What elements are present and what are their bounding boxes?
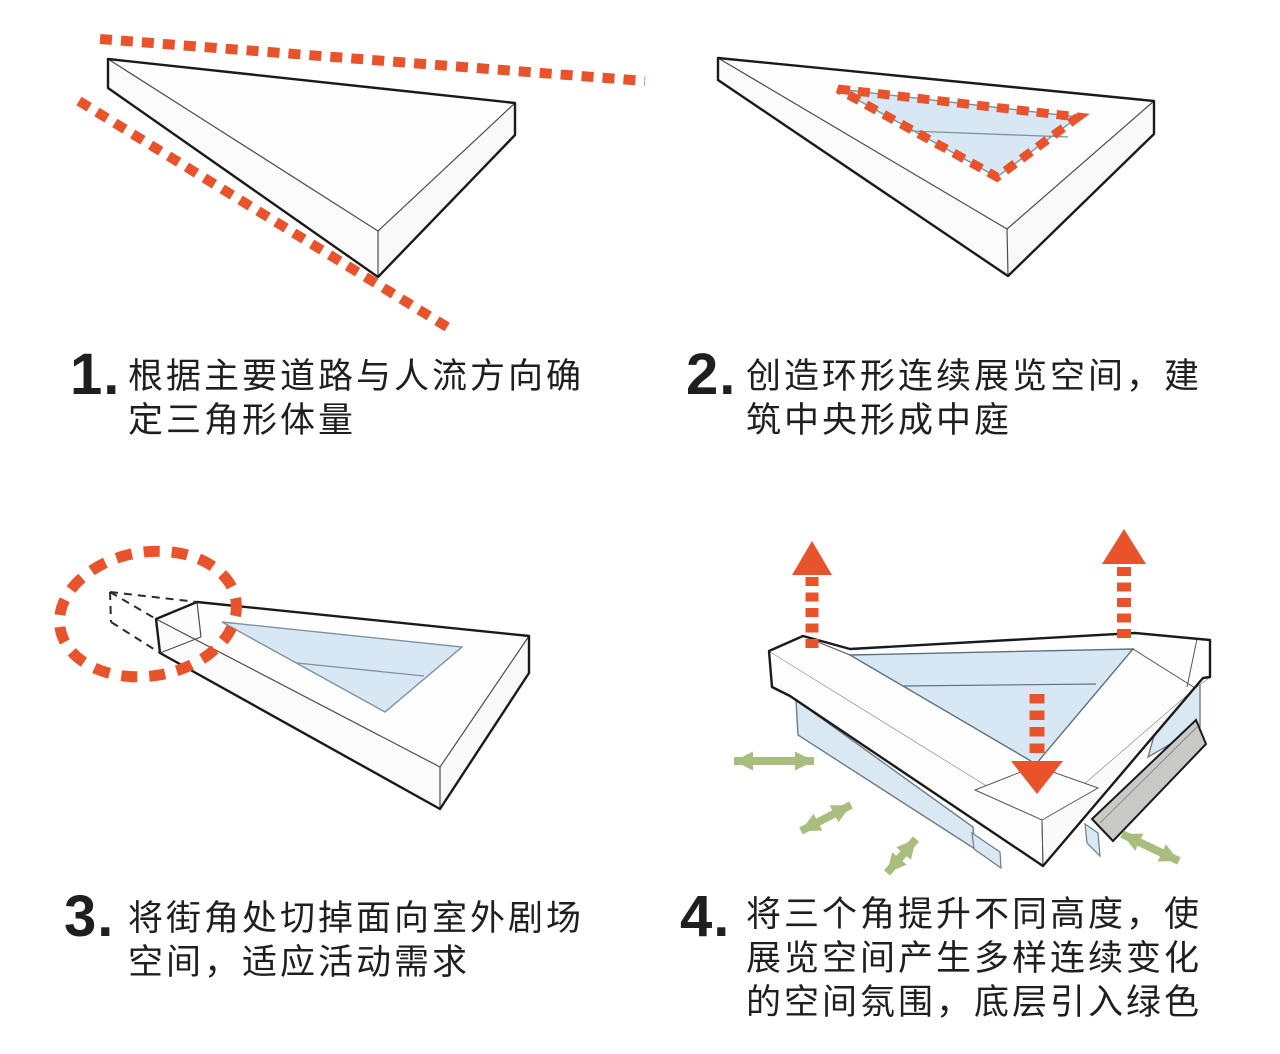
exhibition-loop-dashed-outline <box>835 84 1090 183</box>
step4-number: 4. <box>680 884 731 949</box>
expand-arrow-icon <box>799 801 853 835</box>
step1-number: 1. <box>70 342 121 407</box>
slab-outline <box>154 600 531 811</box>
atrium-floor-line <box>296 662 425 677</box>
theatre-wedge-ridge <box>1099 725 1199 824</box>
atrium-floor-line <box>909 130 1069 138</box>
step2-number: 2. <box>686 342 737 407</box>
road-dashed-line-upper <box>99 34 646 86</box>
road-dashed-line-lower <box>76 96 455 335</box>
green-expand-arrows <box>734 751 1181 876</box>
slab-outline <box>106 57 517 279</box>
atrium-glass-triangle <box>847 648 1135 765</box>
slab-right-face <box>1007 101 1154 276</box>
ground-glass-sliver-front <box>971 831 1002 870</box>
caption-line: 展览空间产生多样连续变化 <box>746 939 1203 978</box>
diagram-step4-lifted-corners <box>734 529 1212 876</box>
cut-highlight-ellipse <box>54 545 242 683</box>
caption-line: 定三角形体量 <box>128 401 357 440</box>
step3-number: 3. <box>64 884 115 949</box>
cut-slab <box>154 600 531 811</box>
expand-arrow-icon <box>1120 830 1181 865</box>
caption-line: 空间，适应活动需求 <box>128 943 471 982</box>
diagram-step3-corner-cut <box>54 545 531 811</box>
atrium-floor-line <box>902 683 1097 687</box>
lift-up-arrow-icon <box>1102 529 1146 564</box>
press-down-arrow-icon <box>1011 761 1063 794</box>
step3-caption: 将街角处切掉面向室外剧场 空间，适应活动需求 <box>128 897 584 985</box>
diagram-step2-atrium <box>716 56 1156 278</box>
slab-right-face <box>378 103 515 277</box>
triangular-slab <box>106 57 517 279</box>
caption-line: 将街角处切掉面向室外剧场 <box>128 899 585 938</box>
caption-line: 筑中央形成中庭 <box>746 401 1013 440</box>
slab-left-face <box>108 59 378 277</box>
lifted-ring-volume <box>767 631 1212 868</box>
slab-top-face <box>108 59 515 231</box>
lift-arrows <box>792 529 1146 794</box>
caption-line: 创造环形连续展览空间，建 <box>746 357 1203 396</box>
caption-line: 根据主要道路与人流方向确 <box>128 357 585 396</box>
removed-corner-ghost-lines <box>109 591 198 654</box>
slab-right-face <box>440 636 529 809</box>
slab-outline <box>716 56 1156 278</box>
step1-caption: 根据主要道路与人流方向确 定三角形体量 <box>128 355 584 443</box>
ground-glass-sliver-right <box>1084 822 1101 858</box>
caption-line: 的空间氛围，底层引入绿色 <box>746 983 1203 1022</box>
triangular-slab <box>716 56 1156 278</box>
expand-arrow-icon <box>883 836 920 876</box>
outdoor-theatre-wedge <box>1090 718 1208 843</box>
slab-left-face <box>156 619 440 809</box>
diagram-step1-massing <box>76 34 646 335</box>
step2-caption: 创造环形连续展览空间，建 筑中央形成中庭 <box>746 355 1202 443</box>
lift-up-arrow-icon <box>792 541 832 575</box>
ring-outline <box>767 631 1212 868</box>
slab-left-face <box>718 58 1008 276</box>
step4-caption: 将三个角提升不同高度，使 展览空间产生多样连续变化 的空间氛围，底层引入绿色 <box>746 893 1202 1025</box>
caption-line: 将三个角提升不同高度，使 <box>746 895 1203 934</box>
